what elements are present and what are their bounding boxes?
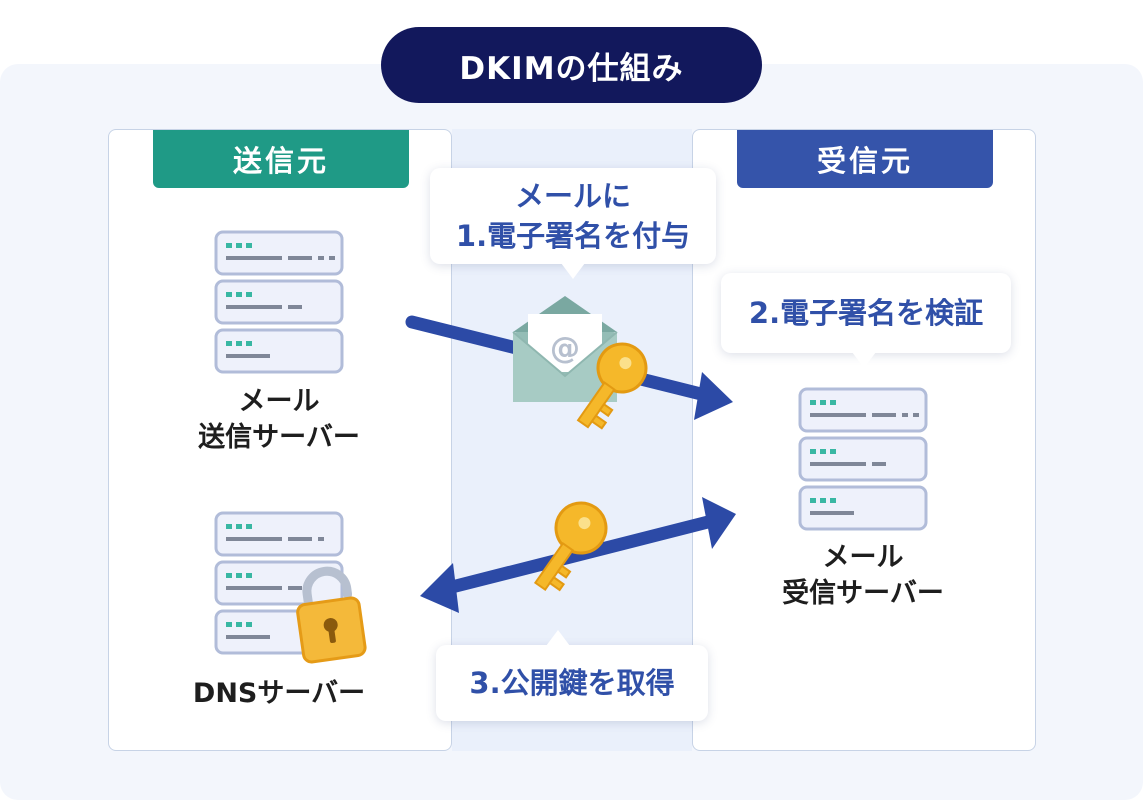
step1-callout: メールに 1.電子署名を付与 — [430, 168, 716, 279]
mail-receive-server-line2: 受信サーバー — [782, 578, 944, 609]
mail-send-server-line1: メール — [238, 386, 320, 417]
mail-send-server-icon — [214, 230, 344, 374]
dns-server-label: DNSサーバー — [192, 678, 366, 709]
mail-receive-server-icon — [798, 387, 928, 531]
step3-callout-tail — [546, 630, 570, 646]
receiver-heading: 受信元 — [737, 130, 993, 188]
svg-text:@: @ — [550, 331, 580, 366]
step1-line2: 1.電子署名を付与 — [455, 219, 691, 253]
mail-send-server-label: メール 送信サーバー — [150, 384, 408, 456]
step2-callout: 2.電子署名を検証 — [721, 273, 1011, 353]
mail-send-server-line2: 送信サーバー — [198, 422, 360, 453]
padlock-icon — [296, 566, 367, 664]
mail-receive-server-label: メール 受信サーバー — [734, 540, 992, 612]
mail-receive-server-line1: メール — [822, 542, 904, 573]
sender-heading: 送信元 — [153, 130, 409, 188]
step2-callout-tail — [852, 352, 876, 368]
step1-line1: メールに — [514, 179, 631, 213]
key-exchange-arrow-icon — [420, 497, 736, 613]
envelope-icon: @ — [512, 296, 618, 402]
diagram-title: DKIMの仕組み — [381, 27, 762, 103]
step3-callout: 3.公開鍵を取得 — [436, 645, 708, 721]
signing-key-icon — [576, 342, 648, 430]
public-key-icon — [533, 501, 608, 592]
